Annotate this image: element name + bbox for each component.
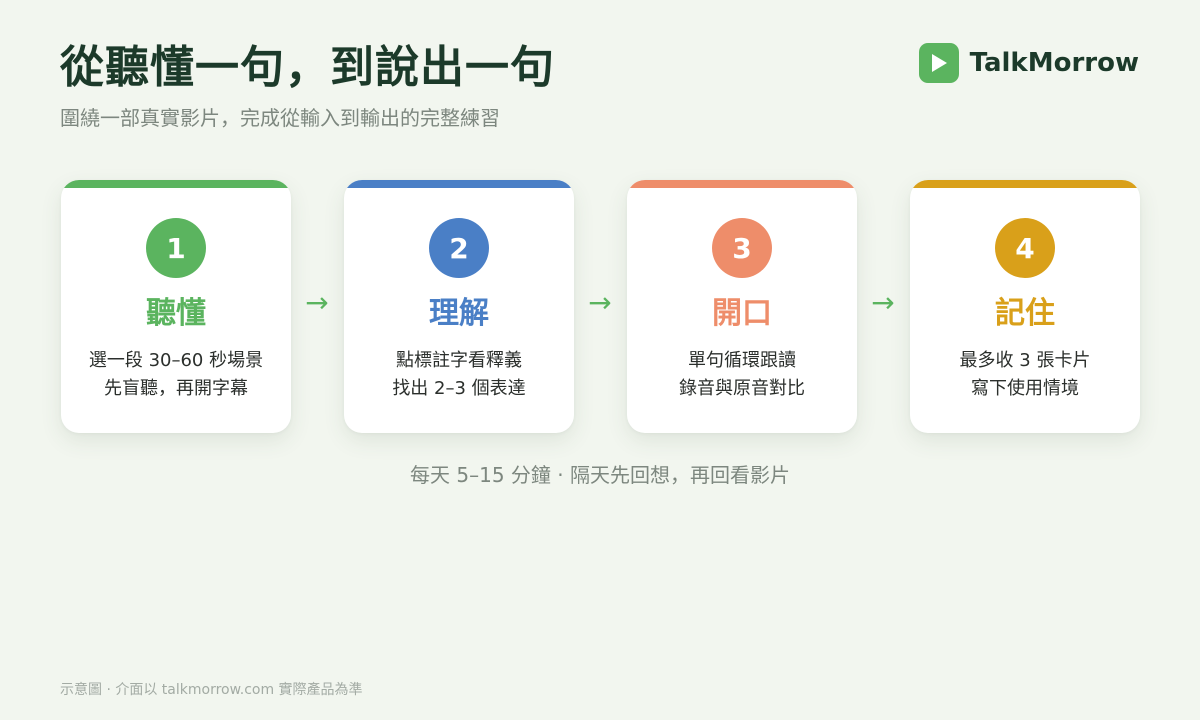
arrow-right-icon: → (588, 286, 612, 319)
step-description-line-1: 點標註字看釋義 (396, 350, 522, 371)
arrow-right-icon: → (871, 286, 895, 319)
step-description-line-1: 最多收 3 張卡片 (959, 350, 1091, 371)
step-title: 理解 (429, 296, 489, 331)
step-title: 開口 (712, 296, 772, 331)
step-description-line-2: 找出 2–3 個表達 (392, 378, 526, 399)
step-number-badge: 2 (429, 218, 489, 278)
step-title: 聽懂 (146, 296, 206, 331)
step-number-badge: 4 (995, 218, 1055, 278)
step-description-line-2: 錄音與原音對比 (679, 378, 805, 399)
brand-logo-group: TalkMorrow (918, 43, 1139, 83)
footer-disclaimer: 示意圖 · 介面以 talkmorrow.com 實際產品為準 (60, 682, 363, 698)
practice-frequency-note: 每天 5–15 分鐘 · 隔天先回想，再回看影片 (410, 463, 790, 487)
page-title: 從聽懂一句，到說出一句 (60, 42, 555, 93)
step-card-accent-bar (61, 180, 291, 188)
step-card-4: 4 記住 最多收 3 張卡片 寫下使用情境 (910, 180, 1140, 433)
step-number-badge: 1 (146, 218, 206, 278)
step-card-accent-bar (627, 180, 857, 188)
step-card-accent-bar (910, 180, 1140, 188)
brand-name: TalkMorrow (969, 48, 1139, 78)
step-card-2: 2 理解 點標註字看釋義 找出 2–3 個表達 (344, 180, 574, 433)
steps-flow: 1 聽懂 選一段 30–60 秒場景 先盲聽，再開字幕 → 2 理解 點標註字看… (0, 180, 1200, 440)
step-title: 記住 (995, 296, 1055, 331)
play-icon (918, 43, 959, 83)
step-number-badge: 3 (712, 218, 772, 278)
step-card-1: 1 聽懂 選一段 30–60 秒場景 先盲聽，再開字幕 (61, 180, 291, 433)
step-card-3: 3 開口 單句循環跟讀 錄音與原音對比 (627, 180, 857, 433)
step-card-accent-bar (344, 180, 574, 188)
step-description-line-1: 單句循環跟讀 (688, 350, 796, 371)
step-description-line-2: 先盲聽，再開字幕 (104, 378, 248, 399)
step-description-line-1: 選一段 30–60 秒場景 (88, 350, 264, 371)
arrow-right-icon: → (305, 286, 329, 319)
step-description-line-2: 寫下使用情境 (971, 378, 1079, 399)
page-subtitle: 圍繞一部真實影片，完成從輸入到輸出的完整練習 (60, 106, 500, 130)
